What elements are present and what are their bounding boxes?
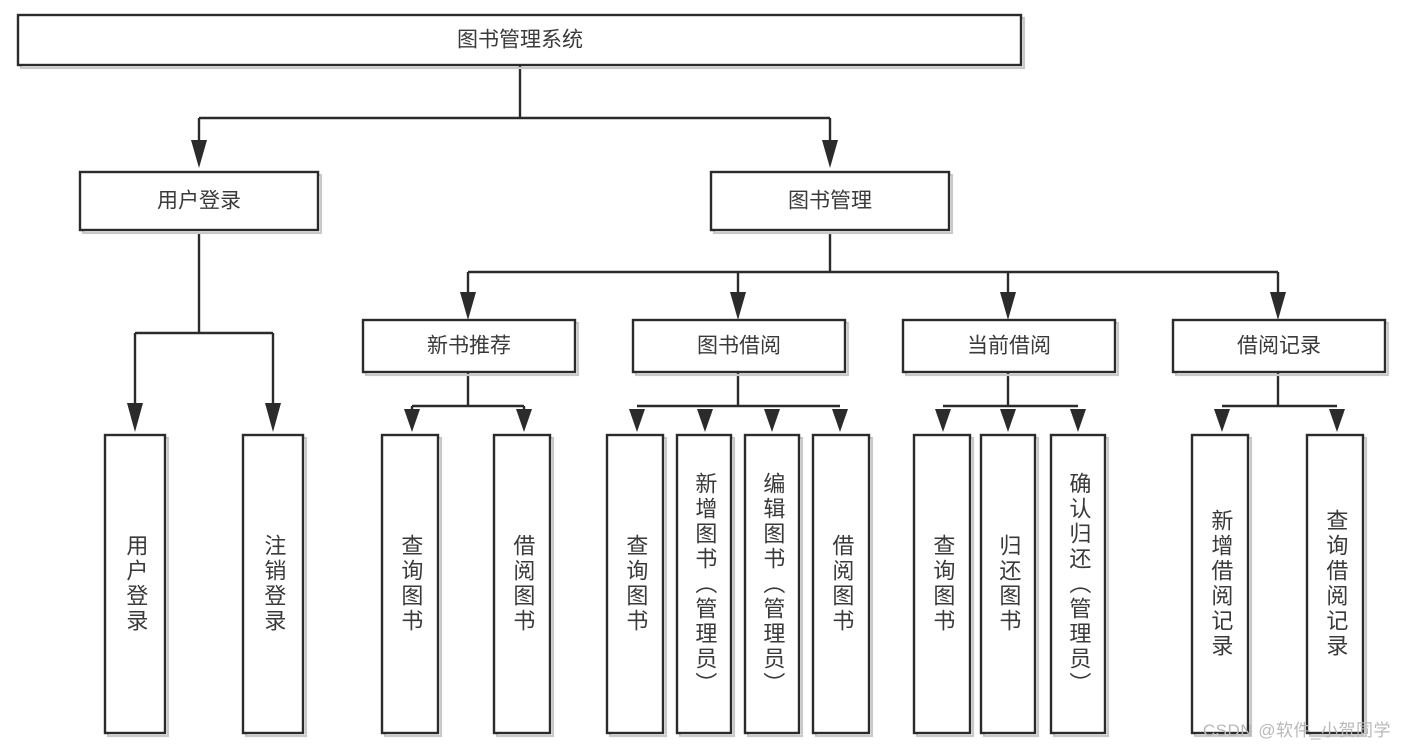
arrow-head-book-manage [822,140,838,168]
node-new-book-recommend-label: 新书推荐 [427,335,511,358]
node-book-borrow[interactable]: 图书借阅 [631,318,850,377]
node-borrow-record[interactable]: 借阅记录 [1171,318,1390,377]
node-layer: 图书管理系统 用户登录 图书管理 新书推荐 [16,13,1390,738]
arrow-head-leaf-user-login [127,403,143,432]
arrow-head-leaf-confirm-return-admin [1070,409,1086,432]
node-leaf-add-borrow-record-rect [1190,433,1250,735]
node-leaf-query-book-1-rect [380,433,440,735]
node-leaf-query-borrow-record[interactable] [1305,433,1368,738]
node-borrow-record-rect [1171,318,1387,374]
node-leaf-logout-login[interactable] [241,433,308,738]
node-current-borrow[interactable]: 当前借阅 [901,318,1120,377]
node-leaf-query-book-1[interactable] [380,433,443,738]
arrow-head-leaf-borrow-book-1 [516,409,532,432]
node-leaf-query-book-2[interactable] [605,433,668,738]
node-new-book-recommend-rect [361,318,577,374]
node-borrow-record-label: 借阅记录 [1237,335,1321,358]
arrow-head-book-borrow [730,292,746,320]
node-leaf-borrow-book-2-rect [811,433,871,735]
node-leaf-borrow-book-1-rect [492,433,552,735]
arrow-head-leaf-return-book [1000,409,1016,432]
node-leaf-add-book-admin[interactable] [675,433,736,738]
node-leaf-edit-book-admin[interactable] [743,433,804,738]
node-leaf-query-book-2-rect [605,433,665,735]
arrow-head-leaf-query-book-3 [935,409,951,432]
arrow-head-leaf-add-borrow-record [1214,409,1230,432]
arrow-head-leaf-query-book-1 [404,409,420,432]
watermark-credit: CSDN @软件_小贺同学 [1202,721,1391,740]
arrow-head-user-login [191,140,207,168]
arrow-head-leaf-query-borrow-record [1329,409,1345,432]
node-leaf-edit-book-admin-rect [743,433,801,735]
connector-layer [127,66,1345,432]
arrow-head-borrow-record [1270,292,1286,320]
node-leaf-return-book[interactable] [979,433,1040,738]
arrow-head-leaf-logout-login [265,403,281,432]
node-book-borrow-rect [631,318,847,374]
node-leaf-add-borrow-record[interactable] [1190,433,1253,738]
arrow-head-leaf-add-book-admin [697,409,713,432]
arrow-head-current-borrow [1000,292,1016,320]
arrow-head-leaf-borrow-book-2 [832,409,848,432]
node-root-rect [16,13,1023,67]
node-leaf-query-book-3[interactable] [912,433,975,738]
node-leaf-query-book-3-rect [912,433,972,735]
node-leaf-confirm-return-admin[interactable] [1049,433,1110,738]
node-leaf-add-book-admin-rect [675,433,733,735]
arrow-head-leaf-query-book-2 [629,409,645,432]
node-current-borrow-label: 当前借阅 [967,335,1051,358]
node-book-manage[interactable]: 图书管理 [709,170,954,235]
node-leaf-return-book-rect [979,433,1037,735]
arrow-head-leaf-edit-book-admin [764,409,780,432]
arrow-head-new-book-recommend [460,292,476,320]
node-current-borrow-rect [901,318,1117,374]
node-root-label: 图书管理系统 [457,29,583,52]
node-book-manage-label: 图书管理 [788,190,872,213]
node-book-manage-rect [709,170,951,232]
node-new-book-recommend[interactable]: 新书推荐 [361,318,580,377]
node-leaf-logout-login-rect [241,433,305,735]
node-leaf-borrow-book-1[interactable] [492,433,555,738]
node-user-login-rect [78,170,320,232]
node-leaf-user-login-rect [103,433,167,735]
node-book-borrow-label: 图书借阅 [697,335,781,358]
node-user-login-label: 用户登录 [157,190,241,213]
node-leaf-user-login[interactable] [103,433,170,738]
node-root[interactable]: 图书管理系统 [16,13,1026,70]
node-leaf-confirm-return-admin-rect [1049,433,1107,735]
node-user-login[interactable]: 用户登录 [78,170,323,235]
node-leaf-query-borrow-record-rect [1305,433,1365,735]
node-leaf-borrow-book-2[interactable] [811,433,874,738]
